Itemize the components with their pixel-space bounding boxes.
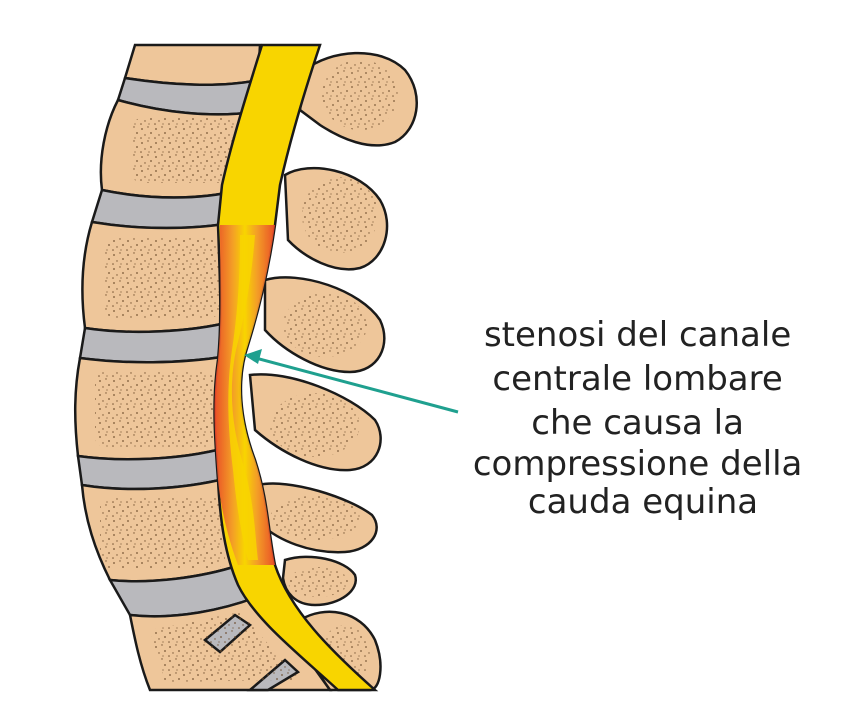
arrow-line [247,354,459,414]
vertebra-texture [95,118,300,682]
spinal-canal [213,43,379,692]
spinous-texture [270,60,398,685]
vertebra-top [123,43,262,87]
annotation-arrow [244,349,459,414]
annotation-label: stenosi del canale centrale lombare che … [473,315,813,522]
compression-core [228,235,258,560]
compression-zone [214,225,275,565]
annotation-line-2: centrale lombare [492,359,782,399]
annotation-line-3: che causa la [531,403,744,443]
annotation-line-4: compressione della [473,444,803,484]
annotation-line-5: cauda equina [528,482,758,522]
arrowhead [244,349,262,364]
annotation-line-1: stenosi del canale [484,315,791,355]
